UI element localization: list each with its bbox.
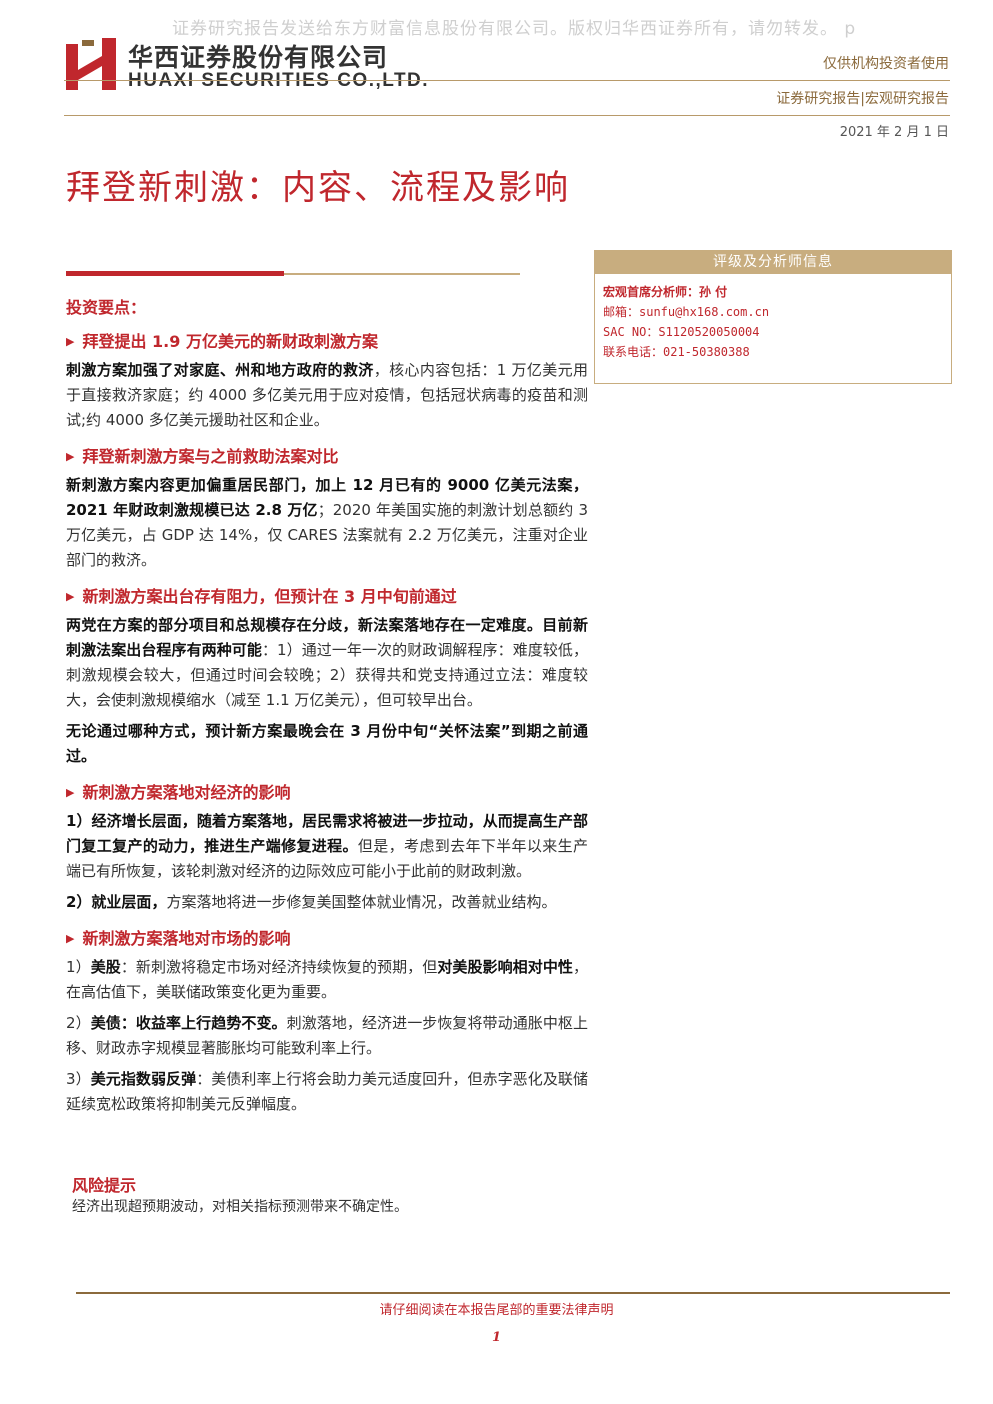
- risk-text: 经济出现超预期波动，对相关指标预测带来不确定性。: [72, 1199, 408, 1215]
- triangle-bullet-icon: ▶: [66, 450, 75, 463]
- triangle-bullet-icon: ▶: [66, 932, 75, 945]
- paragraph: 2）美债：收益率上行趋势不变。刺激落地，经济进一步恢复将带动通胀中枢上移、财政赤…: [66, 1014, 588, 1057]
- risk-title: 风险提示: [72, 1176, 137, 1195]
- title-accent-line: [284, 273, 520, 275]
- document-title: 拜登新刺激：内容、流程及影响: [66, 168, 570, 208]
- investment-highlights: 投资要点： ▶拜登提出 1.9 万亿美元的新财政刺激方案 刺激方案加强了对家庭、…: [66, 294, 588, 1123]
- header-divider-2: [64, 115, 950, 116]
- paragraph: 两党在方案的部分项目和总规模存在分歧，新法案落地存在一定难度。目前新刺激法案出台…: [66, 616, 588, 709]
- triangle-bullet-icon: ▶: [66, 786, 75, 799]
- paragraph: 1）经济增长层面，随着方案落地，居民需求将被进一步拉动，从而提高生产部门复工复产…: [66, 812, 588, 880]
- audience-note: 仅供机构投资者使用: [823, 56, 949, 72]
- company-name-cn: 华西证券股份有限公司: [128, 43, 389, 72]
- bullet-heading: ▶拜登提出 1.9 万亿美元的新财政刺激方案: [66, 332, 378, 351]
- company-name-en: HUAXI SECURITIES CO.,LTD.: [128, 70, 430, 91]
- triangle-bullet-icon: ▶: [66, 335, 75, 348]
- section-title: 投资要点：: [66, 298, 147, 317]
- watermark-text: 证券研究报告发送给东方财富信息股份有限公司。版权归华西证券所有，请勿转发。 p: [172, 19, 857, 39]
- title-accent-bar: [66, 271, 284, 276]
- report-category: 证券研究报告|宏观研究报告: [776, 91, 949, 107]
- huaxi-logo: [66, 38, 116, 90]
- analyst-phone: 联系电话：021-50380388: [603, 345, 750, 359]
- bullet-heading: ▶新刺激方案出台存有阻力，但预计在 3 月中旬前通过: [66, 587, 457, 606]
- analyst-info-box: 评级及分析师信息 宏观首席分析师：孙 付 邮箱：sunfu@hx168.com.…: [594, 250, 952, 384]
- paragraph: 3）美元指数弱反弹：美债利率上行将会助力美元适度回升，但赤字恶化及联储延续宽松政…: [66, 1070, 588, 1113]
- paragraph: 新刺激方案内容更加偏重居民部门，加上 12 月已有的 9000 亿美元法案，20…: [66, 476, 588, 569]
- paragraph: 2）就业层面，方案落地将进一步修复美国整体就业情况，改善就业结构。: [66, 893, 557, 911]
- report-date: 2021 年 2 月 1 日: [839, 125, 949, 140]
- bullet-heading: ▶新刺激方案落地对经济的影响: [66, 783, 291, 802]
- paragraph: 刺激方案加强了对家庭、州和地方政府的救济，核心内容包括：1 万亿美元用于直接救济…: [66, 361, 588, 429]
- paragraph: 1）美股：新刺激将稳定市场对经济持续恢复的预期，但对美股影响相对中性，在高估值下…: [66, 958, 588, 1001]
- bullet-heading: ▶拜登新刺激方案与之前救助法案对比: [66, 447, 339, 466]
- legal-notice: 请仔细阅读在本报告尾部的重要法律声明: [379, 1303, 614, 1318]
- analyst-email[interactable]: 邮箱：sunfu@hx168.com.cn: [603, 305, 770, 319]
- header-divider: [64, 80, 950, 81]
- bullet-heading: ▶新刺激方案落地对市场的影响: [66, 929, 291, 948]
- triangle-bullet-icon: ▶: [66, 590, 75, 603]
- analyst-sac: SAC NO：S1120520050004: [603, 325, 760, 339]
- analyst-name: 宏观首席分析师：孙 付: [603, 285, 728, 299]
- page-number: 1: [491, 1330, 502, 1345]
- analyst-box-heading: 评级及分析师信息: [595, 251, 951, 274]
- paragraph: 无论通过哪种方式，预计新方案最晚会在 3 月份中旬“关怀法案”到期之前通过。: [66, 722, 588, 765]
- footer-divider: [76, 1292, 950, 1294]
